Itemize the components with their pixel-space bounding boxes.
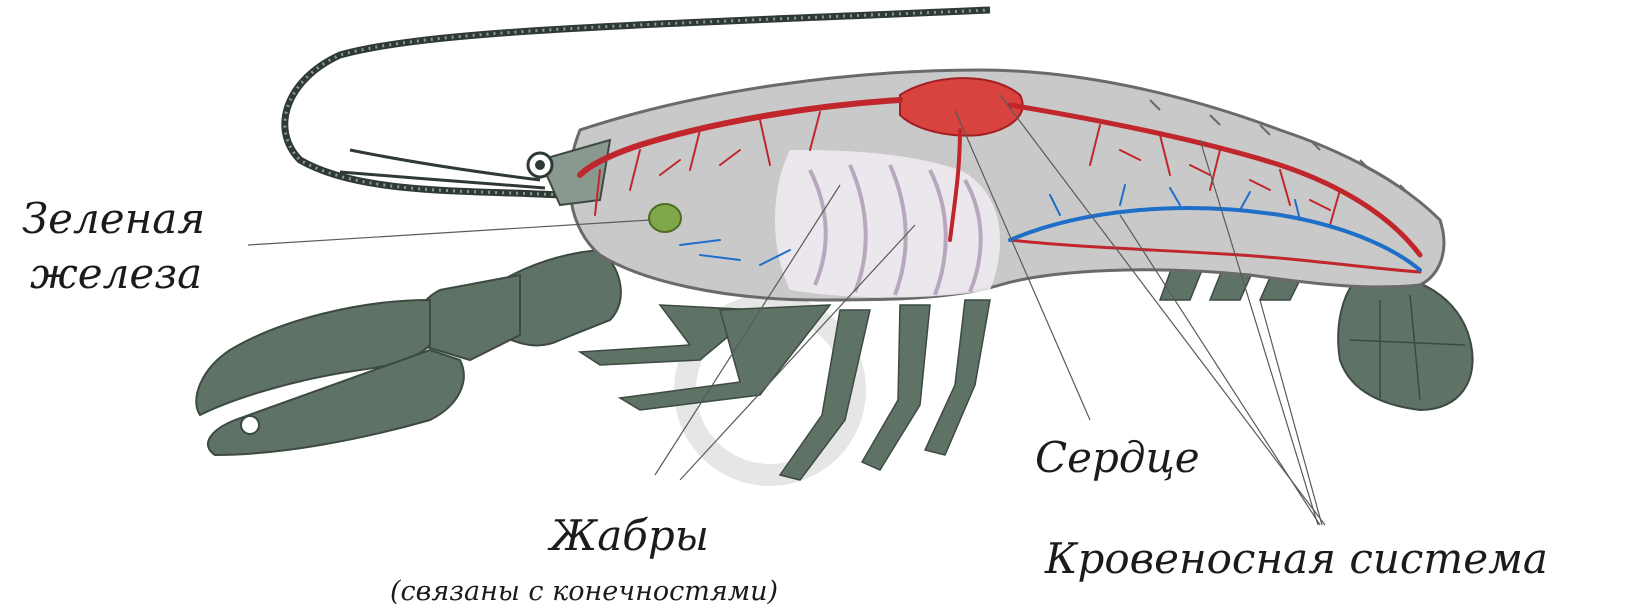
label-green-gland-line2: железа bbox=[30, 249, 202, 298]
green-gland-organ bbox=[649, 204, 681, 232]
claw bbox=[196, 250, 621, 455]
label-green-gland-line1: Зеленая bbox=[22, 194, 205, 243]
label-heart: Сердце bbox=[1035, 433, 1200, 482]
heart-organ bbox=[900, 78, 1023, 136]
label-circulatory-system: Кровеносная система bbox=[1044, 534, 1548, 583]
label-gills-note: (связаны с конечностями) bbox=[390, 576, 778, 607]
tail-fan bbox=[1338, 274, 1472, 410]
label-gills: Жабры bbox=[547, 511, 709, 560]
